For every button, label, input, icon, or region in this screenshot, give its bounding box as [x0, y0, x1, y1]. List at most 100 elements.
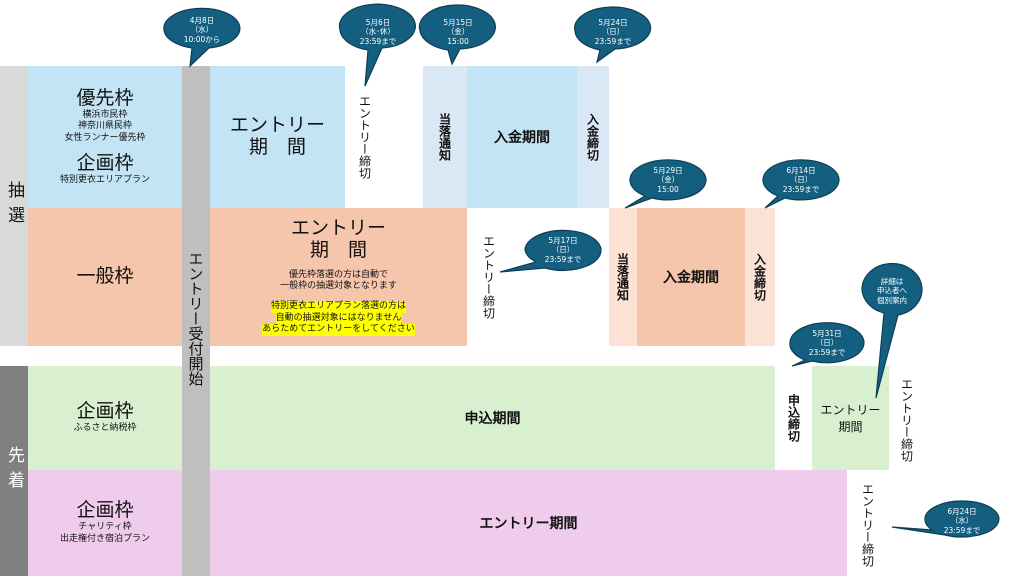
priority-notice: 当落通知: [423, 66, 467, 208]
general-note2: 特別更衣エリアプラン落選の方は 自動の抽選対象にはなりません あらためてエントリ…: [262, 301, 415, 337]
callout-furusato-entry-detail-line3: 個別案内: [877, 295, 907, 305]
general-payment-deadline: 入金締切: [745, 208, 775, 346]
general-entry-period-line1: エントリー: [290, 216, 386, 239]
callout-general-payment-deadline-line1: 6月14日: [786, 165, 816, 175]
priority-entry-period-line1: エントリー: [229, 114, 325, 137]
furusato-apply-period: 申込期間: [210, 366, 775, 470]
general-payment-deadline-text: 入金締切: [752, 253, 767, 301]
callout-furusato-entry-detail-line1: 詳細は: [880, 276, 904, 286]
callout-start-line2: （水）: [190, 25, 214, 35]
furusato-apply-period-text: 申込期間: [464, 411, 521, 427]
charity-entry-period-text: エントリー期間: [479, 516, 578, 532]
callout-general-notice-line1: 5月29日: [653, 165, 683, 175]
callout-priority-entry-deadline: 5月6日 （水･休） 23:59まで: [340, 14, 416, 50]
charity-sub-2: 出走権付き宿泊プラン: [59, 533, 150, 544]
furusato-entry-period-line1: エントリー: [820, 403, 881, 417]
callout-priority-payment-deadline-line1: 5月24日: [598, 17, 628, 27]
general-payment-period-text: 入金期間: [663, 270, 719, 286]
charity-title: 企画枠: [76, 499, 134, 522]
general-note2-line1: 特別更衣エリアプラン落選の方は: [270, 301, 406, 313]
lottery-label: 抽選: [0, 66, 28, 346]
callout-start: 4月8日 （水） 10:00から: [164, 12, 240, 48]
furusato-apply-deadline-text: 申込締切: [786, 394, 801, 442]
priority-entry-deadline: エントリー締切: [350, 66, 380, 208]
priority-sub-2: 神奈川県民枠: [77, 121, 132, 132]
priority-notice-text: 当落通知: [437, 113, 452, 161]
callout-priority-entry-deadline-line1: 5月6日: [365, 17, 391, 27]
first-come-label-text: 先着: [4, 446, 24, 496]
callout-general-entry-deadline-line2: （日）: [551, 245, 575, 255]
callout-furusato-entry-detail-line2: 申込者へ: [877, 286, 907, 296]
general-entry-period: エントリー 期 間 優先枠落選の方は自動で 一般枠の抽選対象となります 特別更衣…: [210, 208, 467, 346]
callout-priority-notice: 5月15日 （金） 15:00: [420, 14, 496, 50]
callout-furusato-apply-deadline-line2: （日）: [815, 338, 839, 348]
callout-charity-entry-deadline-line3: 23:59まで: [943, 525, 981, 535]
callout-general-payment-deadline-line2: （日）: [789, 175, 813, 185]
callout-general-notice: 5月29日 （金） 15:00: [630, 162, 706, 198]
callout-general-entry-deadline: 5月17日 （日） 23:59まで: [525, 232, 601, 268]
special-plan-title: 企画枠: [76, 151, 134, 174]
callout-furusato-entry-detail: 詳細は 申込者へ 個別案内: [862, 268, 922, 314]
callout-furusato-apply-deadline-line3: 23:59まで: [808, 347, 846, 357]
priority-sub-3: 女性ランナー優先枠: [64, 133, 146, 143]
priority-payment-period-text: 入金期間: [494, 130, 550, 146]
general-notice-text: 当落通知: [615, 253, 630, 301]
entry-start-bar-text: エントリー受付開始: [186, 251, 205, 386]
general-note2-line3: あらためてエントリーをしてください: [262, 324, 415, 337]
furusato-entry-deadline: エントリー締切: [892, 370, 922, 470]
general-entry-deadline: エントリー締切: [474, 208, 504, 346]
general-category-cell: 一般枠: [28, 208, 182, 346]
callout-start-line3: 10:00から: [183, 34, 221, 44]
general-entry-deadline-text: エントリー締切: [481, 235, 496, 319]
priority-entry-deadline-text: エントリー締切: [357, 95, 372, 179]
priority-title: 優先枠: [76, 86, 134, 109]
callout-general-entry-deadline-line3: 23:59まで: [544, 254, 582, 264]
furusato-entry-period-line2: 期間: [838, 420, 863, 434]
callout-start-line1: 4月8日: [189, 15, 215, 25]
priority-category-cell: 優先枠 横浜市民枠 神奈川県民枠 女性ランナー優先枠 企画枠 特別更衣エリアプラ…: [28, 66, 182, 208]
callout-charity-entry-deadline-line2: （水）: [950, 516, 974, 526]
special-plan-sub: 特別更衣エリアプラン: [59, 174, 150, 185]
callout-charity-entry-deadline: 6月24日 （水） 23:59まで: [925, 504, 999, 538]
callout-charity-entry-deadline-line1: 6月24日: [947, 506, 977, 516]
first-come-label: 先着: [0, 366, 28, 576]
priority-payment-period: 入金期間: [467, 66, 577, 208]
priority-sub-1: 横浜市民枠: [82, 109, 128, 120]
callout-general-entry-deadline-line1: 5月17日: [548, 235, 578, 245]
general-note1-line2: 一般枠の抽選対象となります: [280, 281, 397, 292]
charity-entry-period: エントリー期間: [210, 470, 847, 576]
callout-furusato-apply-deadline-line1: 5月31日: [812, 328, 842, 338]
lottery-label-text: 抽選: [4, 181, 24, 231]
callout-priority-entry-deadline-line2: （水･休）: [361, 27, 395, 37]
furusato-category-cell: 企画枠 ふるさと納税枠: [28, 366, 182, 470]
callout-priority-entry-deadline-line3: 23:59まで: [359, 36, 397, 46]
charity-category-cell: 企画枠 チャリティ枠 出走権付き宿泊プラン: [28, 470, 182, 576]
general-title: 一般枠: [76, 265, 134, 288]
general-note1-line1: 優先枠落選の方は自動で: [288, 269, 388, 280]
general-entry-period-line2: 期 間: [309, 238, 367, 261]
callout-general-notice-line2: （金）: [656, 175, 680, 185]
callout-furusato-apply-deadline: 5月31日 （日） 23:59まで: [790, 325, 864, 361]
general-payment-period: 入金期間: [637, 208, 745, 346]
callout-priority-notice-line3: 15:00: [447, 36, 469, 46]
charity-entry-deadline-text: エントリー締切: [860, 483, 875, 567]
priority-payment-deadline-text: 入金締切: [585, 113, 600, 161]
charity-sub-1: チャリティ枠: [78, 522, 132, 533]
furusato-title: 企画枠: [76, 400, 134, 423]
general-notice: 当落通知: [609, 208, 637, 346]
entry-start-bar: エントリー受付開始: [182, 66, 210, 576]
furusato-entry-deadline-text: エントリー締切: [899, 378, 914, 462]
furusato-apply-deadline: 申込締切: [778, 366, 810, 470]
callout-priority-payment-deadline-line2: （日）: [601, 27, 625, 37]
general-note2-line2: 自動の抽選対象にはなりません: [275, 312, 402, 325]
charity-entry-deadline: エントリー締切: [853, 474, 883, 576]
priority-entry-period-line2: 期 間: [248, 136, 306, 158]
callout-priority-notice-line2: （金）: [446, 27, 470, 37]
callout-general-payment-deadline: 6月14日 （日） 23:59まで: [763, 162, 839, 198]
callout-priority-notice-line1: 5月15日: [443, 17, 473, 27]
callout-general-payment-deadline-line3: 23:59まで: [782, 184, 820, 194]
callout-priority-payment-deadline-line3: 23:59まで: [594, 36, 632, 46]
priority-payment-deadline: 入金締切: [577, 66, 609, 208]
furusato-sub: ふるさと納税枠: [73, 423, 137, 434]
furusato-entry-period: エントリー 期間: [812, 366, 889, 470]
